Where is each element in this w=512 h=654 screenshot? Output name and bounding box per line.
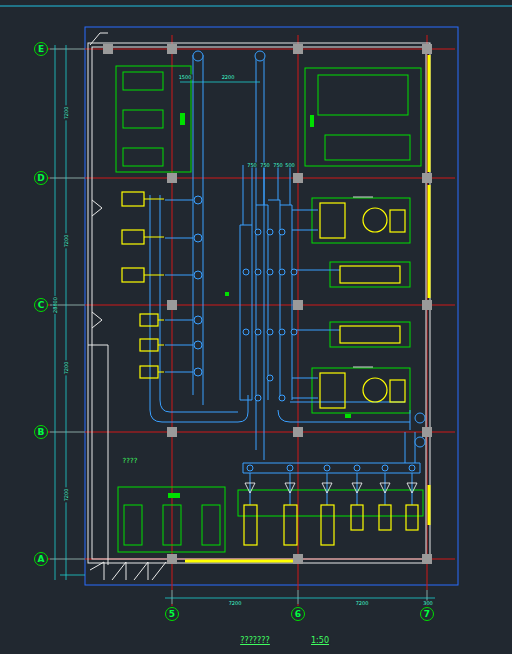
drawing-title: ???????: [240, 637, 270, 645]
axis-bubble: E: [34, 42, 48, 56]
dimension-text: 750: [272, 163, 284, 168]
axis-label: B: [38, 428, 45, 437]
dimension-text: 7200: [64, 361, 69, 376]
equipment-outlines: [116, 66, 423, 552]
dimension-text: 7200: [228, 601, 243, 606]
axis-bubble: C: [34, 298, 48, 312]
axis-bubble: A: [34, 552, 48, 566]
pipes: [150, 55, 420, 505]
dimension-text: 28800: [53, 296, 58, 314]
window-walls: [185, 55, 429, 561]
valves: [193, 51, 425, 471]
drawing-frame: [85, 27, 458, 585]
axis-grid: [48, 35, 455, 606]
dimension-lines: [50, 45, 435, 604]
dimension-text: 500: [284, 163, 296, 168]
axis-label: 5: [169, 610, 175, 619]
scale-label: 1:50: [310, 637, 330, 645]
axis-bubble: 6: [291, 607, 305, 621]
axis-bubble: 7: [420, 607, 434, 621]
dimension-text: 300: [422, 601, 434, 606]
axis-label: E: [38, 45, 44, 54]
axis-bubble: 5: [165, 607, 179, 621]
axis-label: 7: [424, 610, 430, 619]
axis-label: D: [37, 174, 44, 183]
axis-bubble: B: [34, 425, 48, 439]
columns: [103, 44, 432, 564]
sheet-edge: [0, 6, 512, 7]
dimension-text: 7200: [64, 234, 69, 249]
dimension-text: 750: [259, 163, 271, 168]
pump-details: [245, 197, 417, 493]
dimension-text: 2200: [221, 75, 236, 80]
dimension-text: 7200: [64, 106, 69, 121]
dimension-text: 7200: [64, 488, 69, 503]
dimension-text: 1500: [178, 75, 193, 80]
walls: [88, 33, 430, 580]
dimension-text: 750: [246, 163, 258, 168]
equipment-marks: [168, 113, 351, 498]
dimension-text: 7200: [355, 601, 370, 606]
pumps: [122, 192, 418, 545]
room-label: ????: [122, 458, 139, 465]
axis-bubble: D: [34, 171, 48, 185]
axis-label: C: [38, 301, 45, 310]
axis-label: A: [38, 555, 45, 564]
axis-label: 6: [295, 610, 301, 619]
